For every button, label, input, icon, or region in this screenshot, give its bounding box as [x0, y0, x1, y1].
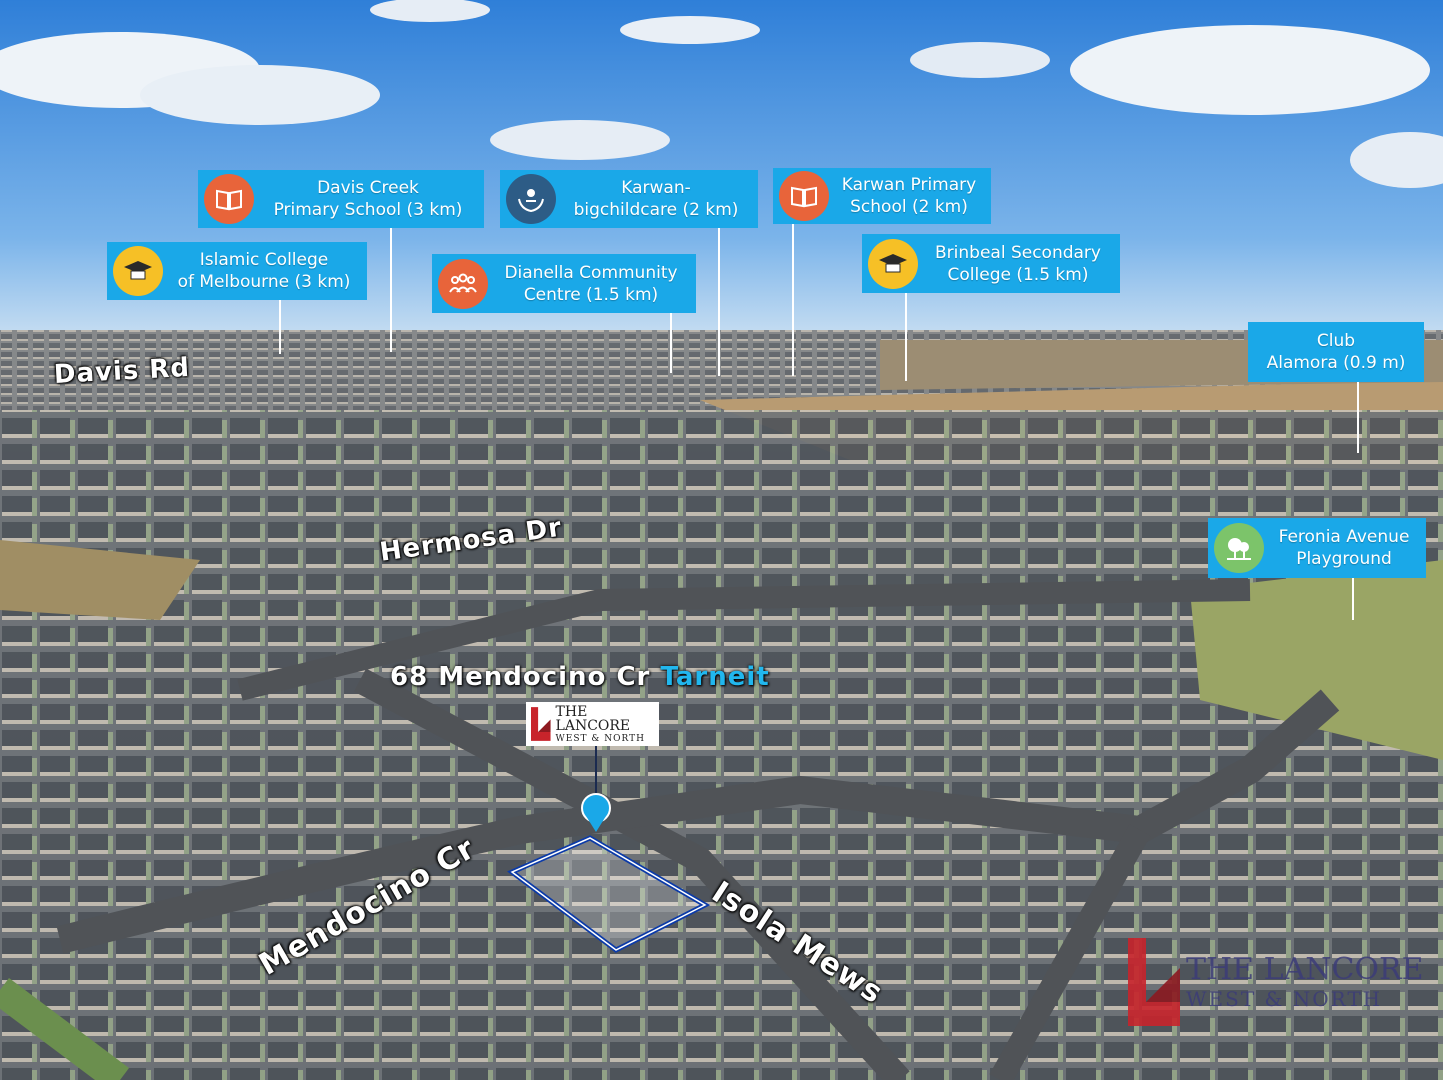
book-icon	[204, 174, 254, 224]
callout-karwan-childcare: Karwan- bigchildcare (2 km)	[500, 170, 758, 228]
callout-brinbeal-secondary: Brinbeal Secondary College (1.5 km)	[862, 234, 1120, 293]
callout-davis-creek-primary: Davis Creek Primary School (3 km)	[198, 170, 484, 228]
callout-label: Brinbeal Secondary College (1.5 km)	[935, 242, 1101, 285]
callout-pole	[718, 226, 720, 376]
callout-islamic-college: Islamic College of Melbourne (3 km)	[107, 242, 367, 300]
callout-pole	[1357, 381, 1359, 453]
callout-pole	[792, 224, 794, 376]
people-group-icon	[438, 258, 488, 309]
brand-mark-icon	[1128, 938, 1180, 1026]
property-address: 68 Mendocino Cr Tarneit	[390, 662, 770, 692]
graduation-cap-icon	[113, 246, 163, 296]
brand-logo-small: THE LANCORE WEST & NORTH	[526, 702, 659, 746]
callout-label: Feronia Avenue Playground	[1278, 527, 1410, 569]
book-icon	[779, 171, 829, 221]
callout-pole	[279, 300, 281, 354]
brand-logo-watermark: THE LANCORE WEST & NORTH	[1128, 938, 1423, 1026]
brand-line1: THE LANCORE	[1186, 952, 1424, 987]
callout-pole	[390, 226, 392, 352]
callout-club-alamora: Club Alamora (0.9 m)	[1248, 322, 1424, 382]
callout-label: Karwan- bigchildcare (2 km)	[573, 178, 739, 220]
callout-feronia-playground: Feronia Avenue Playground	[1208, 518, 1426, 578]
callout-pole	[670, 313, 672, 373]
brand-mark-icon	[531, 707, 551, 741]
callout-pole	[905, 293, 907, 381]
callout-label: Club Alamora (0.9 m)	[1266, 331, 1406, 373]
callout-dianella-community: Dianella Community Centre (1.5 km)	[432, 254, 696, 313]
callout-label: Karwan Primary School (2 km)	[841, 175, 977, 217]
callout-label: Davis Creek Primary School (3 km)	[273, 178, 463, 220]
address-suburb: Tarneit	[660, 662, 770, 692]
graduation-cap-icon	[868, 238, 918, 289]
brand-line2: WEST & NORTH	[1186, 987, 1383, 1011]
callout-pole	[1352, 578, 1354, 620]
brand-line2: WEST & NORTH	[555, 733, 645, 744]
callout-label: Islamic College of Melbourne (3 km)	[177, 250, 351, 292]
address-street: 68 Mendocino Cr	[390, 662, 651, 692]
callout-karwan-primary: Karwan Primary School (2 km)	[773, 168, 991, 224]
baby-hands-icon	[506, 174, 556, 224]
tree-icon	[1214, 523, 1264, 573]
callout-label: Dianella Community Centre (1.5 km)	[504, 262, 678, 305]
brand-line1: THE LANCORE	[555, 703, 631, 734]
